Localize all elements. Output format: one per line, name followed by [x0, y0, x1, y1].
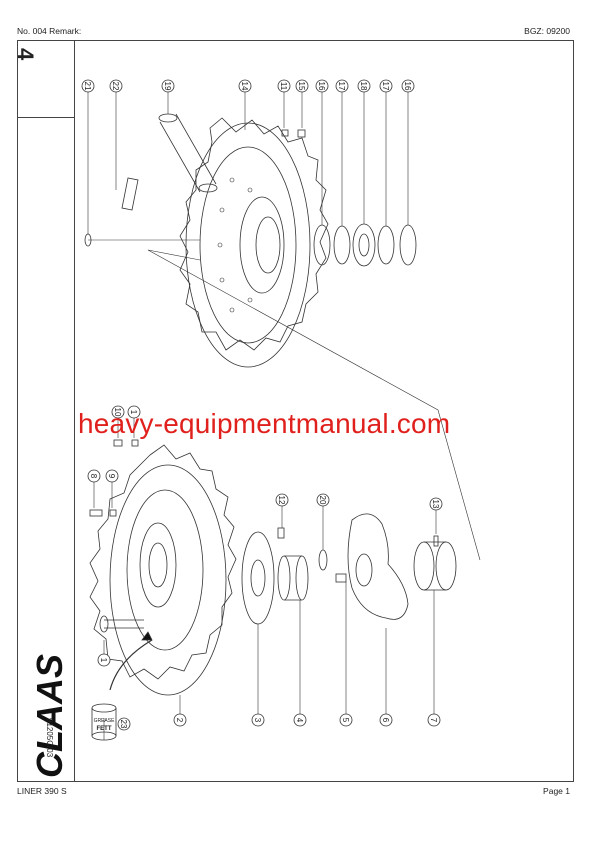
lower-sprocket	[89, 444, 237, 696]
claas-logo: CLAAS	[29, 654, 70, 778]
callout	[105, 469, 119, 483]
callout-label: 23	[119, 720, 128, 729]
callout-label: 8	[89, 474, 98, 479]
callout	[293, 713, 307, 727]
sheet-number-box	[17, 40, 75, 118]
watermark-text: heavy-equipmentmanual.com	[78, 408, 451, 439]
hub	[413, 535, 457, 591]
callout-label: 17	[337, 82, 346, 91]
callout-label: 20	[318, 496, 327, 505]
callout	[339, 713, 353, 727]
washer	[318, 549, 328, 571]
upper-shaft	[158, 113, 218, 193]
drawing-frame	[17, 40, 574, 782]
callout	[275, 493, 289, 507]
callout	[161, 79, 175, 93]
header-doc-remark: No. 004 Remark:	[17, 26, 82, 36]
lower-bolts	[89, 439, 139, 517]
callout-label: 10	[113, 408, 122, 417]
frame-divider	[74, 118, 75, 782]
callout	[97, 653, 111, 667]
callout-label: 19	[163, 82, 172, 91]
callout-label: 21	[83, 82, 92, 91]
bolt	[335, 573, 347, 583]
lower-callouts: 10 1 8 9 12 20 13 1 2 3 4 5 6 7 23	[87, 405, 443, 731]
callout	[109, 79, 123, 93]
upper-callouts: 21 22 19 14 11 15 16 17 18 17 16	[81, 79, 415, 93]
callout	[335, 79, 349, 93]
callout-label: 4	[295, 718, 304, 723]
upper-leaders	[87, 92, 481, 561]
callout-label: 14	[240, 82, 249, 91]
callout	[427, 713, 441, 727]
callout-label: 1	[129, 410, 138, 415]
callout-label: 12	[277, 496, 286, 505]
callout	[117, 717, 131, 731]
callout-label: 2	[175, 718, 184, 723]
callout-label: 18	[359, 82, 368, 91]
callout	[87, 469, 101, 483]
callout-label: 11	[279, 82, 288, 91]
lower-shaft	[99, 615, 144, 633]
lower-leaders	[93, 418, 437, 740]
flange-plate	[241, 531, 275, 625]
callout	[81, 79, 95, 93]
upper-sprocket	[179, 117, 329, 368]
callout-label: 13	[431, 500, 440, 509]
callout	[316, 493, 330, 507]
key-part	[121, 177, 139, 211]
callout	[251, 713, 265, 727]
callout	[379, 713, 393, 727]
callout-label: 5	[341, 718, 350, 723]
callout-label: 7	[429, 718, 438, 723]
footer-page: Page 1	[543, 786, 570, 796]
callout-label: 9	[107, 474, 116, 479]
callout	[295, 79, 309, 93]
callout	[315, 79, 329, 93]
bearing-housing	[347, 513, 409, 620]
callout	[277, 79, 291, 93]
callout	[111, 405, 125, 419]
callout-label: 1	[99, 658, 108, 663]
footer-model: LINER 390 S	[17, 786, 67, 796]
upper-rings	[313, 223, 417, 267]
bushing	[277, 555, 309, 601]
callout	[379, 79, 393, 93]
grease-tin-label-2: FETT	[97, 726, 112, 732]
callout-label: 3	[253, 718, 262, 723]
callout-label: 22	[111, 82, 120, 91]
callout-label: 17	[381, 82, 390, 91]
upper-bolt-nut	[281, 129, 306, 138]
callout-label: 15	[297, 82, 306, 91]
callout-label: 16	[403, 82, 412, 91]
header-bgz: BGZ: 09200	[524, 26, 570, 36]
callout	[429, 497, 443, 511]
callout	[127, 405, 141, 419]
callout	[238, 79, 252, 93]
callout	[173, 713, 187, 727]
arrow-head	[141, 631, 153, 641]
lube-arrow	[109, 639, 153, 691]
callout	[401, 79, 415, 93]
callout	[357, 79, 371, 93]
grease-tin-label-1: GREASE	[94, 718, 116, 724]
callout-label: 6	[381, 718, 390, 723]
bolt	[277, 527, 285, 539]
callout-label: 16	[317, 82, 326, 91]
svg-text:CLAAS: CLAAS	[29, 654, 70, 778]
